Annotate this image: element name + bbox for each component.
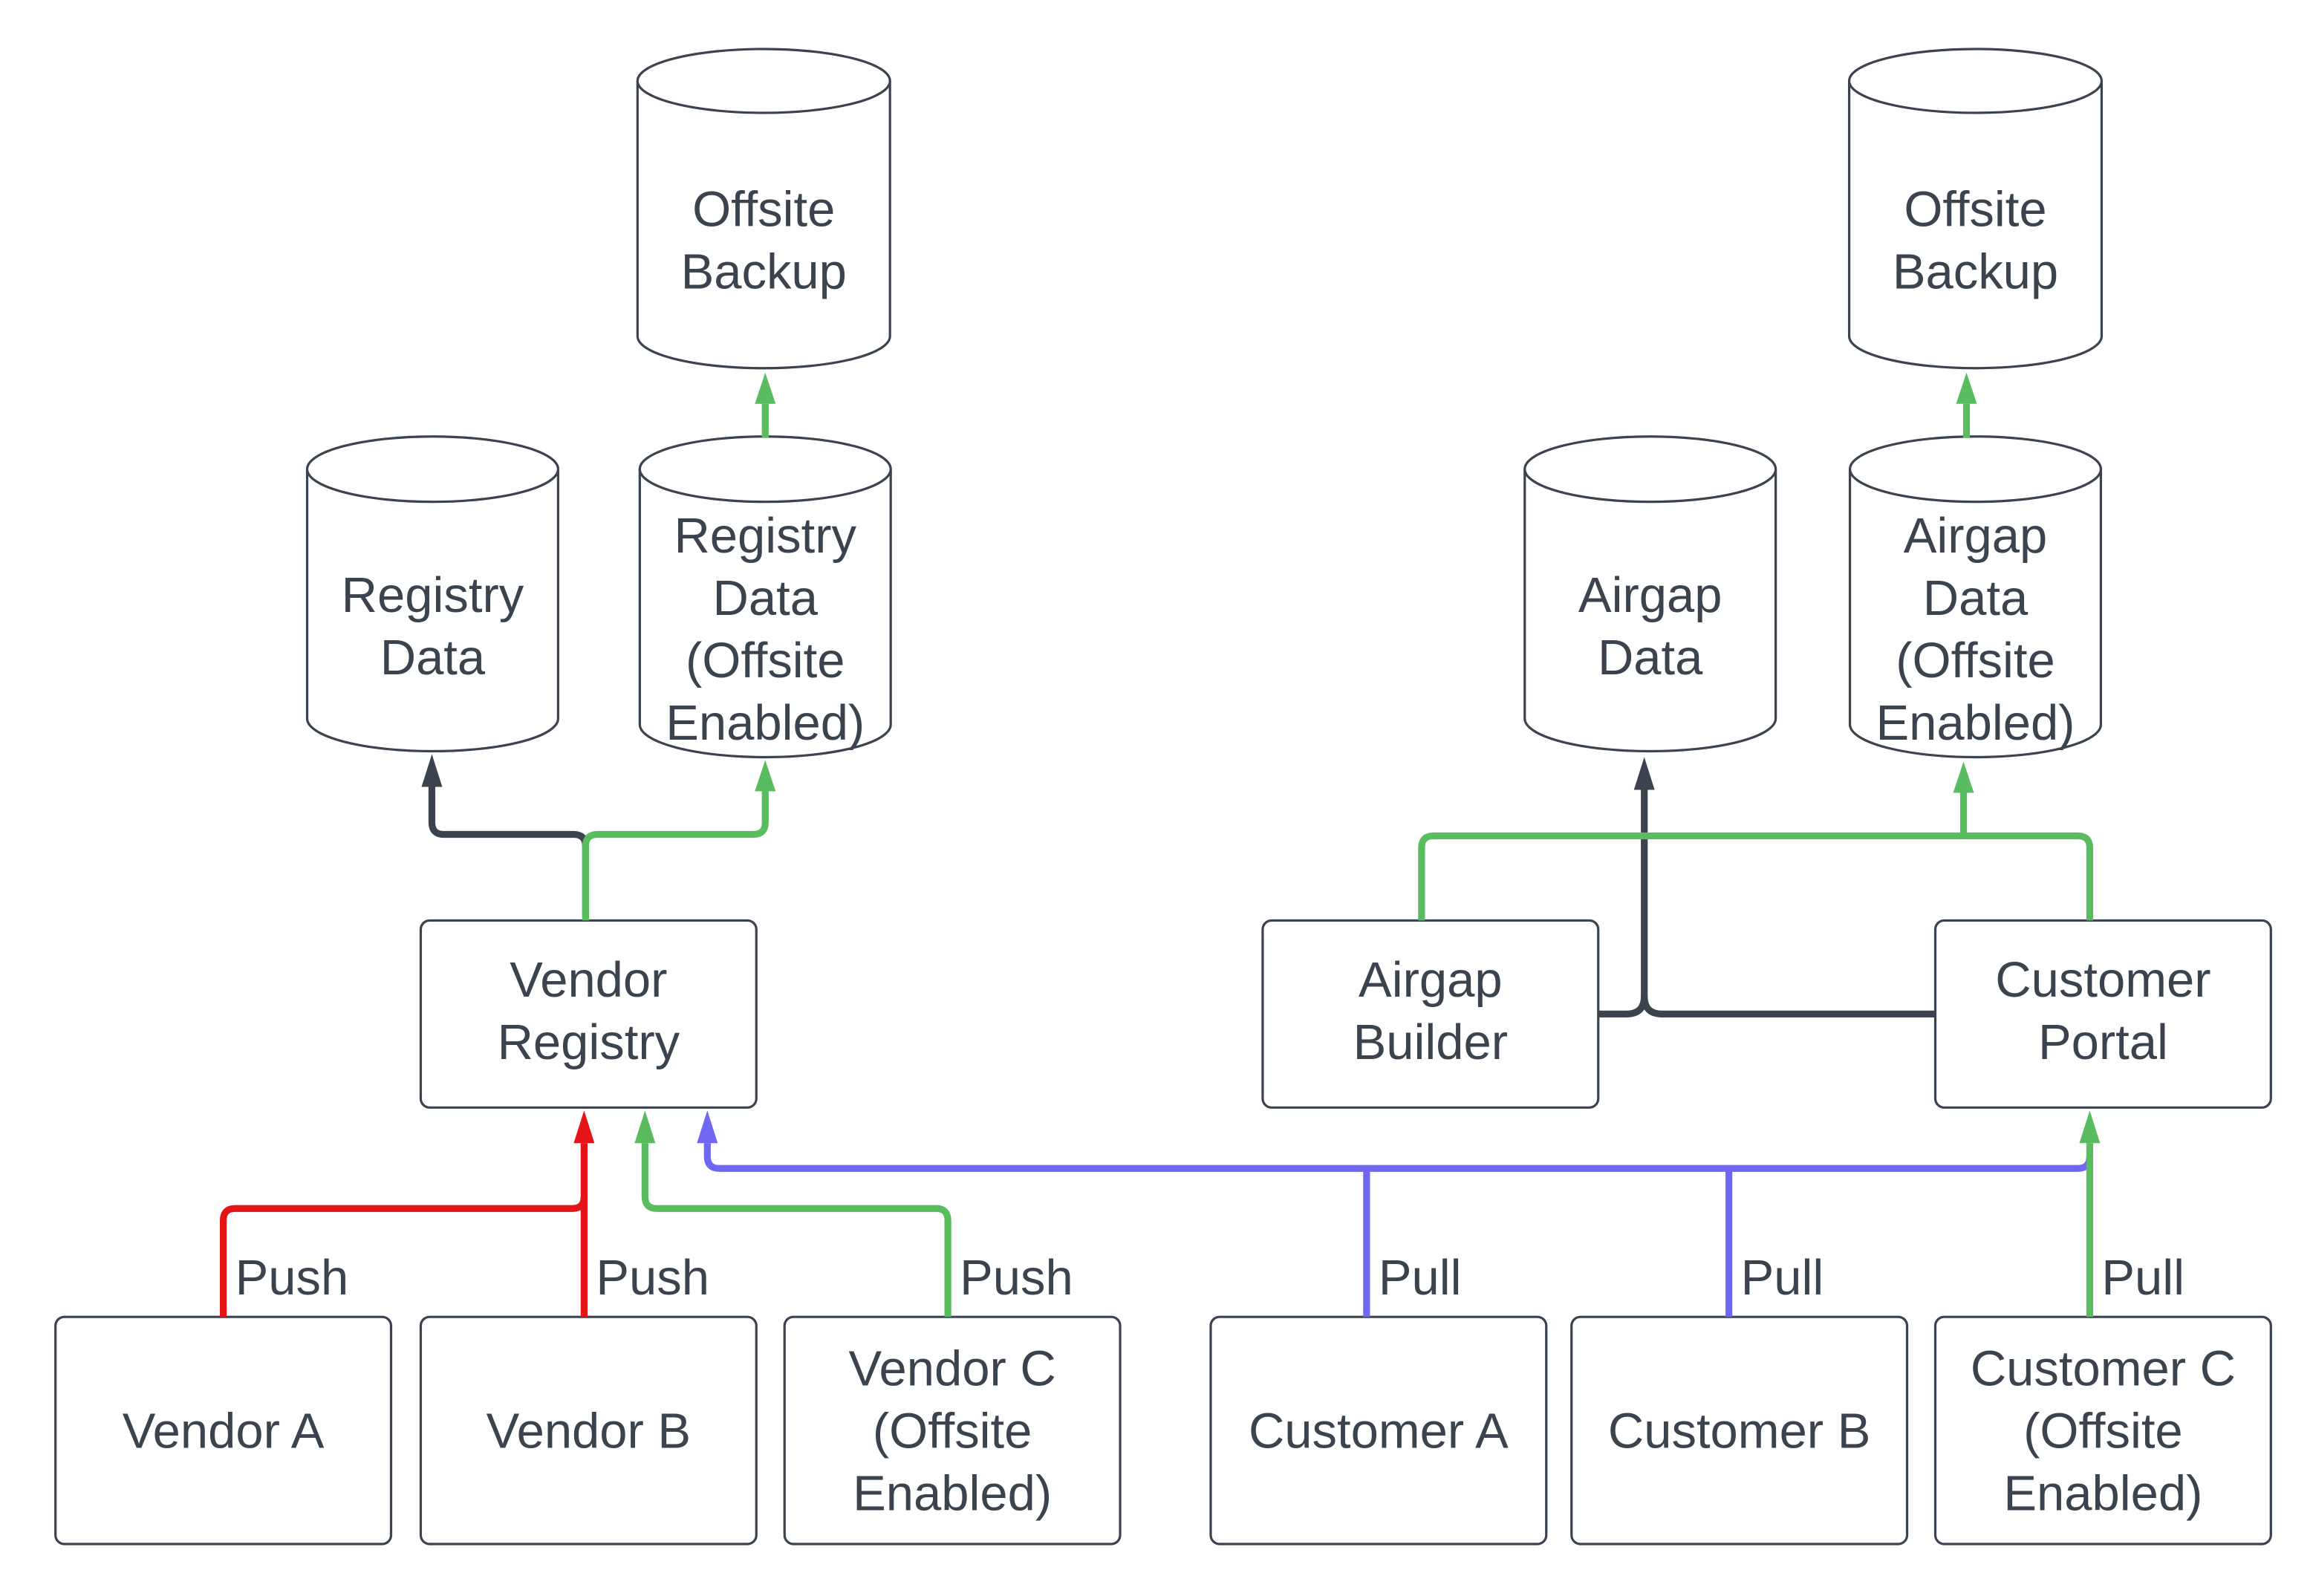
node-label: Offsite (692, 181, 835, 237)
node-customer-portal: Customer Portal (1933, 919, 2272, 1109)
node-label: Enabled) (1876, 695, 2075, 751)
cylinder-body (636, 80, 891, 370)
arrow-up-icon (2079, 1110, 2101, 1144)
node-offsite-backup-right: Offsite Backup (1847, 48, 2104, 370)
edge-line (703, 1143, 2094, 1172)
arrow-up-icon (634, 1110, 656, 1144)
node-label: Backup (1893, 244, 2058, 299)
node-label: Airgap (1359, 952, 1503, 1008)
edge-registry-data-offsite-to-offsite-backup (755, 372, 776, 438)
node-label: Data (1923, 570, 2029, 626)
arrow-up-icon (697, 1110, 718, 1144)
box (1933, 1315, 2272, 1545)
node-label: (Offsite (873, 1404, 1032, 1459)
node-customer-b: Customer B (1570, 1315, 1909, 1545)
edge-vendor-registry-to-registry-data-offsite (582, 760, 776, 921)
cylinder-body (638, 469, 892, 759)
edge-line (1418, 832, 2094, 921)
node-label: Enabled) (2003, 1466, 2202, 1522)
cylinder-top (638, 435, 892, 504)
node-label: (Offsite (686, 633, 845, 688)
node-label: Builder (1353, 1014, 1508, 1070)
cylinder-body (1523, 469, 1777, 753)
node-label: Customer A (1249, 1404, 1509, 1459)
node-label: Vendor A (123, 1404, 325, 1459)
node-vendor-b: Vendor B (419, 1315, 758, 1545)
edge-label-pull-customer-a: Pull (1379, 1250, 1462, 1306)
edge-vendor-a-b-push (219, 1110, 595, 1317)
node-label: Customer (1995, 952, 2210, 1008)
edge-vendor-registry-to-registry-data (421, 754, 589, 918)
node-label: (Offsite (2023, 1404, 2183, 1459)
box (1209, 1315, 1548, 1545)
node-label: Backup (681, 244, 847, 299)
arrow-up-icon (1956, 372, 1977, 404)
node-label: Vendor B (487, 1404, 691, 1459)
edge-line (428, 786, 589, 918)
node-customer-a: Customer A (1209, 1315, 1548, 1545)
edge-label-pull-customer-c: Pull (2101, 1250, 2184, 1306)
node-label: Customer B (1608, 1404, 1870, 1459)
cylinder-top (636, 48, 891, 114)
arrow-up-icon (1633, 757, 1655, 790)
node-vendor-a: Vendor A (54, 1315, 393, 1545)
node-label: Data (713, 570, 819, 626)
node-label: Vendor C (849, 1341, 1056, 1397)
edge-customer-c-pull (2079, 1110, 2101, 1317)
cylinder-top (305, 435, 559, 504)
cylinder-top (1523, 435, 1777, 504)
edge-line (641, 1143, 951, 1317)
edge-line (1598, 789, 1648, 1017)
cylinder-body (305, 469, 559, 753)
node-airgap-data-offsite: Airgap Data (Offsite Enabled) (1848, 435, 2103, 759)
node-vendor-registry: Vendor Registry (419, 919, 758, 1109)
cylinder-body (1847, 80, 2104, 370)
cylinder-top (1847, 48, 2104, 114)
edge-builders-to-airgap-data (1598, 757, 1936, 1017)
node-label: Airgap (1578, 567, 1722, 623)
edge-label-push-vendor-a: Push (235, 1250, 349, 1306)
node-airgap-data: Airgap Data (1523, 435, 1777, 753)
node-label: Customer C (1971, 1341, 2236, 1397)
edge-airgap-data-offsite-to-offsite-backup (1956, 372, 1977, 438)
cylinder-body (1848, 469, 2103, 759)
node-offsite-backup-left: Offsite Backup (636, 48, 891, 370)
edge-vendor-c-push (634, 1110, 951, 1317)
node-airgap-builder: Airgap Builder (1261, 919, 1600, 1109)
node-label: Airgap (1904, 508, 2048, 564)
node-customer-c: Customer C (Offsite Enabled) (1933, 1315, 2272, 1545)
edge-line (1641, 996, 1936, 1017)
node-label: Registry (498, 1014, 680, 1070)
node-label: Registry (342, 567, 524, 623)
edge-line (582, 791, 769, 921)
node-label: Offsite (1904, 181, 2046, 237)
edge-label-push-vendor-c: Push (960, 1250, 1073, 1306)
box (419, 1315, 758, 1545)
box (783, 1315, 1122, 1545)
node-label: (Offsite (1896, 633, 2055, 688)
arrow-up-icon (755, 372, 776, 404)
edge-label-pull-customer-b: Pull (1741, 1250, 1824, 1306)
cylinder-top (1848, 435, 2103, 504)
node-vendor-c: Vendor C (Offsite Enabled) (783, 1315, 1122, 1545)
arrow-up-icon (755, 760, 776, 792)
box (1570, 1315, 1909, 1545)
node-label: Portal (2038, 1014, 2168, 1070)
node-label: Vendor (510, 952, 667, 1008)
node-label: Data (380, 630, 486, 685)
node-label: Registry (674, 508, 856, 564)
arrow-up-icon (1953, 761, 1974, 793)
edge-label-push-vendor-b: Push (596, 1250, 709, 1306)
node-registry-data-offsite: Registry Data (Offsite Enabled) (638, 435, 892, 759)
node-label: Data (1598, 630, 1703, 685)
node-label: Enabled) (666, 695, 865, 751)
arrow-up-icon (573, 1110, 595, 1144)
node-label: Enabled) (853, 1466, 1052, 1522)
arrow-up-icon (421, 754, 443, 787)
node-registry-data: Registry Data (305, 435, 559, 753)
edge-builders-to-airgap-data-offsite (1418, 761, 2094, 921)
